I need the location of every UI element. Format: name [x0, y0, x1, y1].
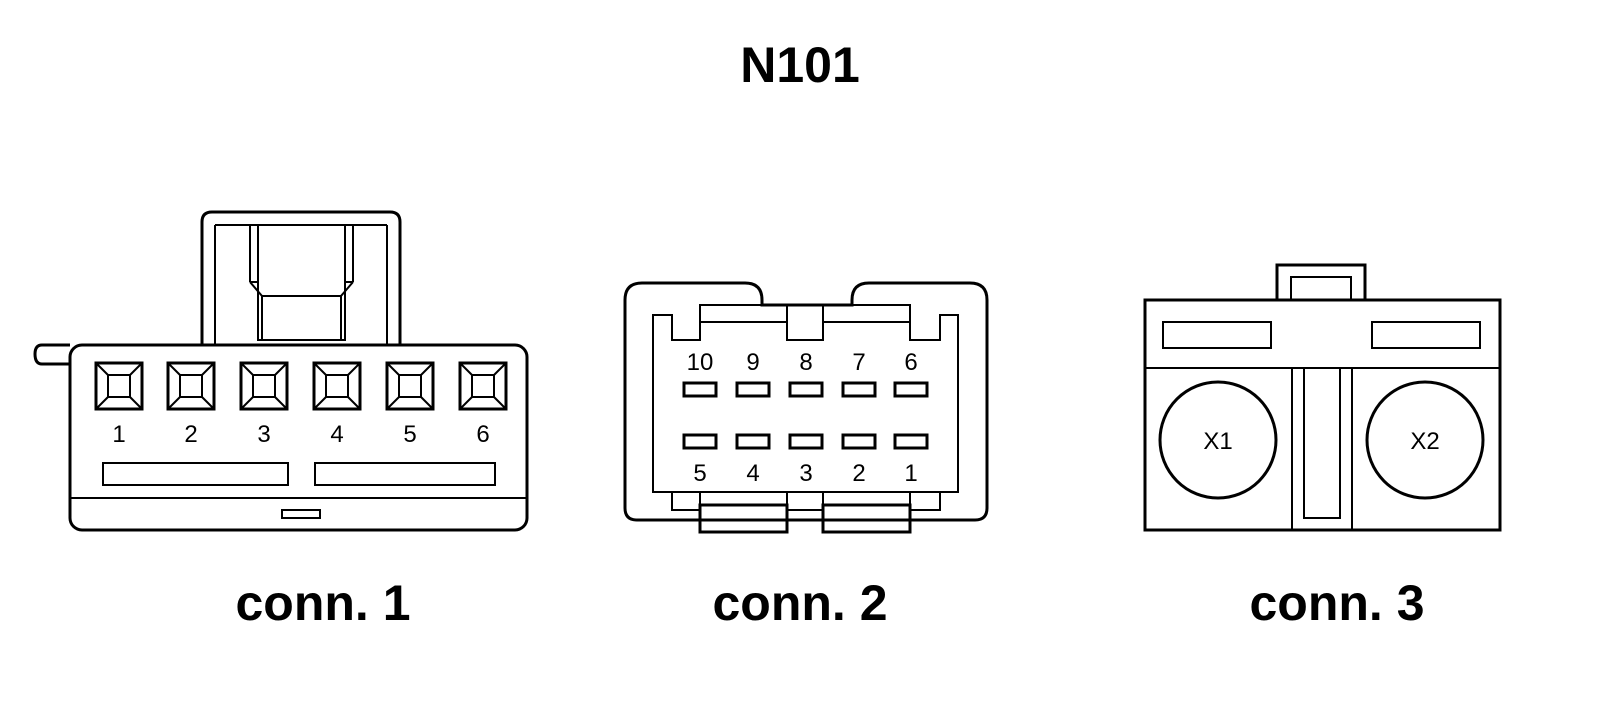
conn1-pin-6: 6 [458, 361, 508, 448]
conn2-pin-label: 4 [746, 460, 759, 487]
conn3-pin-x2: X2 [1365, 380, 1485, 500]
conn1-pin-3: 3 [239, 361, 289, 448]
conn1-pin-4: 4 [312, 361, 362, 448]
conn2-title: conn. 2 [712, 575, 887, 631]
conn2-pin-label: 6 [904, 349, 917, 376]
connector-2: 10 9 8 7 6 5 4 3 2 1 [623, 281, 989, 534]
conn3-pin-label: X2 [1410, 428, 1439, 455]
conn1-pin-1: 1 [94, 361, 144, 448]
conn2-pin-label: 1 [904, 460, 917, 487]
conn3-pin-label: X1 [1203, 428, 1232, 455]
diagram-title: N101 [740, 37, 860, 93]
conn2-pin-label: 3 [799, 460, 812, 487]
conn1-pin-label: 4 [330, 421, 343, 448]
connector-1: 1 2 3 4 5 6 [33, 210, 529, 532]
conn2-pin-label: 10 [687, 349, 714, 376]
conn1-pin-5: 5 [385, 361, 435, 448]
conn2-pin-label: 2 [852, 460, 865, 487]
conn3-title: conn. 3 [1249, 575, 1424, 631]
conn1-pin-label: 1 [112, 421, 125, 448]
conn1-pin-label: 3 [257, 421, 270, 448]
conn2-pin-row-top: 10 9 8 7 6 [682, 349, 929, 398]
conn2-pin-row-bottom: 5 4 3 2 1 [682, 433, 929, 487]
conn2-pin-label: 8 [799, 349, 812, 376]
conn1-pin-label: 5 [403, 421, 416, 448]
connector-3: X1 X2 [1143, 263, 1502, 532]
conn2-pin-label: 5 [693, 460, 706, 487]
conn1-pin-label: 6 [476, 421, 489, 448]
conn3-pin-x1: X1 [1158, 380, 1278, 500]
conn1-pin-2: 2 [166, 361, 216, 448]
conn2-pin-label: 9 [746, 349, 759, 376]
conn2-pin-label: 7 [852, 349, 865, 376]
conn1-pin-label: 2 [184, 421, 197, 448]
conn1-title: conn. 1 [235, 575, 410, 631]
